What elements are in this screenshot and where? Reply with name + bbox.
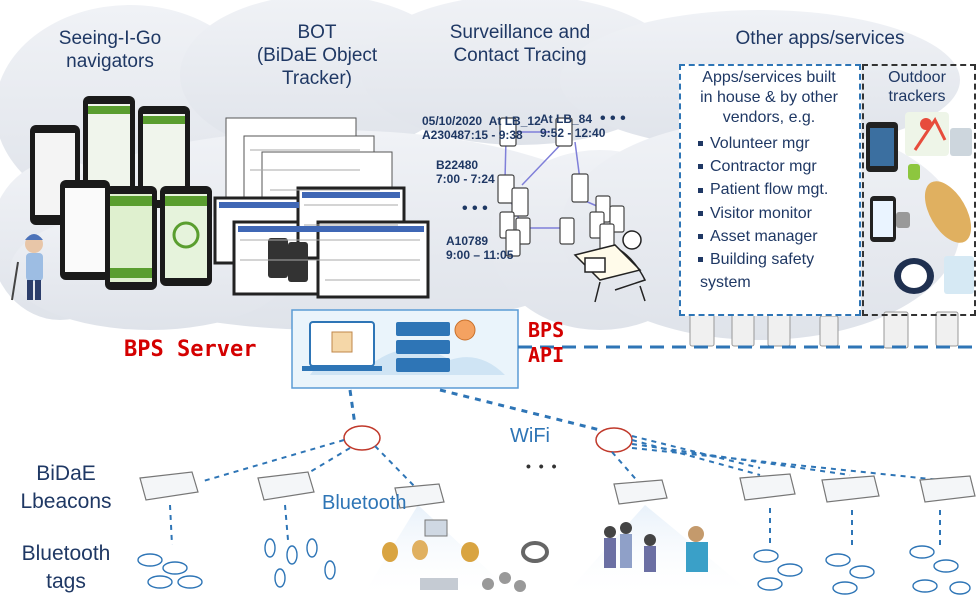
apps-list-item: Volunteer mgr xyxy=(698,132,828,155)
patient-icons xyxy=(604,522,708,572)
dots-label: • • • xyxy=(526,458,559,474)
bluetooth-label: Bluetooth xyxy=(322,492,407,514)
surveillance-label: Surveillance and Contact Tracing xyxy=(449,22,591,66)
bps-api-label: BPS API xyxy=(528,318,565,367)
other-apps-label: Other apps/services xyxy=(735,28,905,49)
outdoor-trackers-box xyxy=(862,64,976,316)
third-party-servers xyxy=(689,311,959,349)
apps-list-item: Building safety xyxy=(698,248,828,271)
contact-tracing-phones xyxy=(497,117,625,257)
desk-person-illustration xyxy=(573,230,647,303)
asset-icons xyxy=(382,519,549,592)
bot-screens-illustration xyxy=(213,117,430,299)
wifi-label: WiFi xyxy=(510,425,550,447)
bot-label: BOT (BiDaE Object Tracker) xyxy=(256,22,378,89)
lbeacon-icons xyxy=(139,471,976,509)
wifi-router-icons xyxy=(343,425,633,453)
bluetooth-tags-label: Bluetooth tags xyxy=(21,542,111,594)
bps-server-label: BPS Server xyxy=(124,337,257,362)
tracing-header: 05/10/2020 At LB_12 A230487:15 - 9:38 xyxy=(422,114,541,143)
lbeacons-label: BiDaE Lbeacons xyxy=(20,462,112,514)
phones-illustration xyxy=(30,96,212,290)
bps-server-box xyxy=(291,309,519,389)
tracing-dots-1: • • • xyxy=(600,110,626,127)
outdoor-trackers-label: Outdoor trackers xyxy=(888,69,946,106)
person-with-cane-icon xyxy=(11,234,43,301)
apps-services-box xyxy=(679,64,861,316)
seeing-i-go-label: Seeing-I-Go navigators xyxy=(58,28,162,72)
apps-list-item: system xyxy=(700,274,751,292)
bluetooth-tag-icons xyxy=(137,538,971,595)
apps-list-item: Contractor mgr xyxy=(698,155,828,178)
bluetooth-zones xyxy=(360,505,760,600)
apps-list-item: Asset manager xyxy=(698,225,828,248)
apps-list-item: Patient flow mgt. xyxy=(698,178,828,201)
beacon-links xyxy=(169,435,941,546)
apps-list-item: Visitor monitor xyxy=(698,202,828,225)
tracing-dots-2: • • • xyxy=(462,200,488,217)
apps-box-title: Apps/services built in house & by other … xyxy=(700,69,838,126)
wifi-links xyxy=(348,388,601,432)
outdoor-trackers-images xyxy=(866,112,974,294)
apps-list: Volunteer mgr Contractor mgr Patient flo… xyxy=(698,132,828,294)
